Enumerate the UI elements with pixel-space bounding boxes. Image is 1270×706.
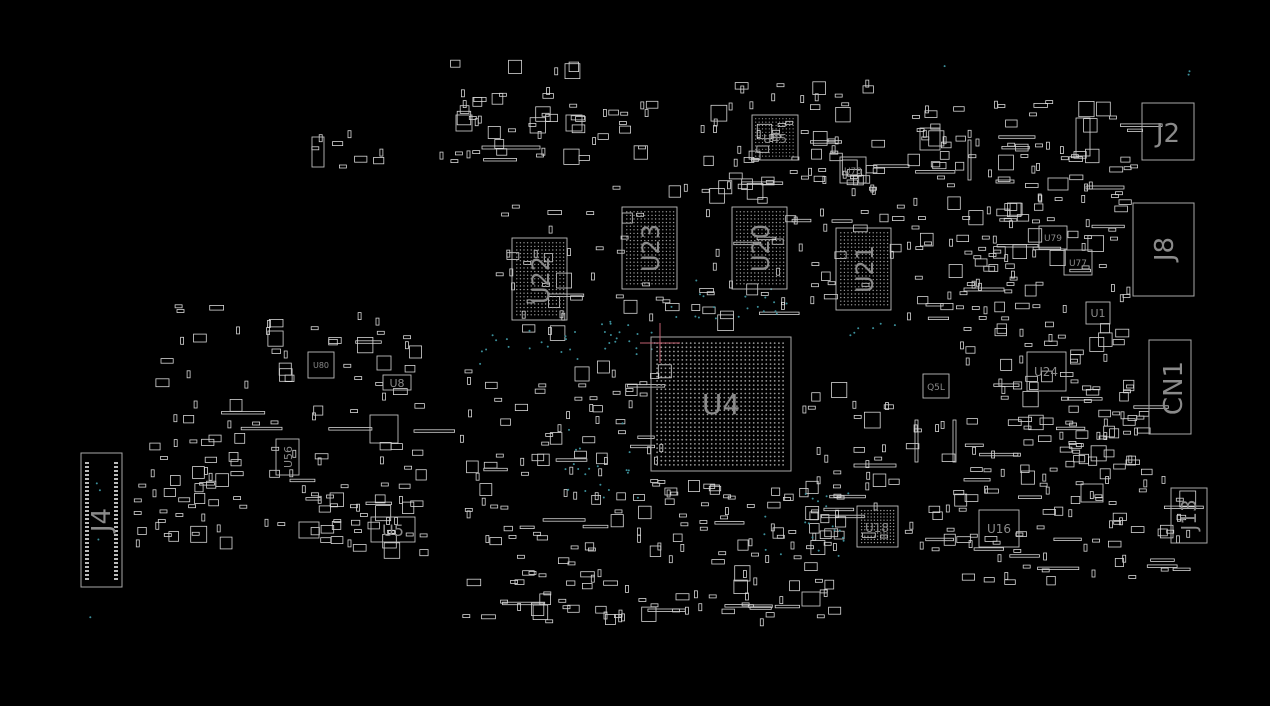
- chip-u1-label: U1: [1090, 307, 1105, 320]
- chip-u78-label: U78: [844, 167, 862, 177]
- chip-u80-label: U80: [313, 361, 329, 370]
- chip-u5-label: U5: [382, 521, 404, 540]
- chip-u20[interactable]: U20: [731, 206, 788, 290]
- connector-cn1[interactable]: CN1: [1148, 339, 1192, 435]
- chip-u4[interactable]: U4: [650, 336, 792, 472]
- connector-j4-label: J4: [87, 508, 117, 534]
- chip-u45[interactable]: U45: [751, 114, 799, 161]
- chip-u77-label: U77: [1069, 259, 1087, 269]
- chip-u20-label: U20: [747, 224, 775, 272]
- chip-u78[interactable]: U78: [839, 156, 867, 184]
- small-components: [133, 59, 1204, 627]
- connector-j13-label: J13: [1177, 499, 1201, 532]
- chip-u1[interactable]: U1: [1085, 301, 1111, 325]
- connector-j2[interactable]: J2: [1141, 102, 1195, 161]
- chip-u16-label: U16: [987, 522, 1011, 536]
- chip-u56[interactable]: U56: [275, 438, 300, 476]
- chip-u16[interactable]: U16: [978, 509, 1020, 548]
- chip-u23[interactable]: U23: [621, 206, 678, 290]
- chip-u18[interactable]: U18: [856, 505, 899, 548]
- chip-u56-label: U56: [282, 446, 295, 468]
- connector-j2-label: J2: [1154, 119, 1180, 149]
- connector-j8[interactable]: J8: [1132, 202, 1195, 297]
- chip-u80[interactable]: U80: [307, 351, 335, 379]
- chip-u77[interactable]: U77: [1063, 249, 1093, 276]
- chip-u8-label: U8: [389, 377, 404, 390]
- chip-u8[interactable]: U8: [382, 374, 412, 391]
- connector-j13[interactable]: J13: [1170, 487, 1208, 544]
- chip-u79-label: U79: [1044, 234, 1062, 244]
- crosshair-cursor: [640, 323, 680, 363]
- connector-j4[interactable]: J4: [80, 452, 123, 588]
- transistor-q5l-label: Q5L: [927, 383, 945, 393]
- chip-u21[interactable]: U21: [835, 227, 892, 311]
- chip-u45-label: U45: [763, 132, 787, 146]
- chip-u21-label: U21: [851, 245, 879, 293]
- chip-u4-label: U4: [702, 388, 740, 421]
- chip-u22[interactable]: U22: [511, 237, 568, 321]
- chip-u23-label: U23: [637, 224, 665, 272]
- connector-cn1-label: CN1: [1159, 361, 1189, 415]
- transistor-q5l[interactable]: Q5L: [922, 373, 950, 399]
- connector-j8-label: J8: [1150, 237, 1180, 263]
- chip-u18-label: U18: [865, 521, 889, 535]
- chip-u24-label: U24: [1034, 365, 1058, 379]
- chip-u79[interactable]: U79: [1038, 225, 1068, 250]
- chip-u5[interactable]: U5: [370, 516, 416, 543]
- chip-u22-label: U22: [527, 256, 555, 304]
- chip-u24[interactable]: U24: [1026, 351, 1067, 392]
